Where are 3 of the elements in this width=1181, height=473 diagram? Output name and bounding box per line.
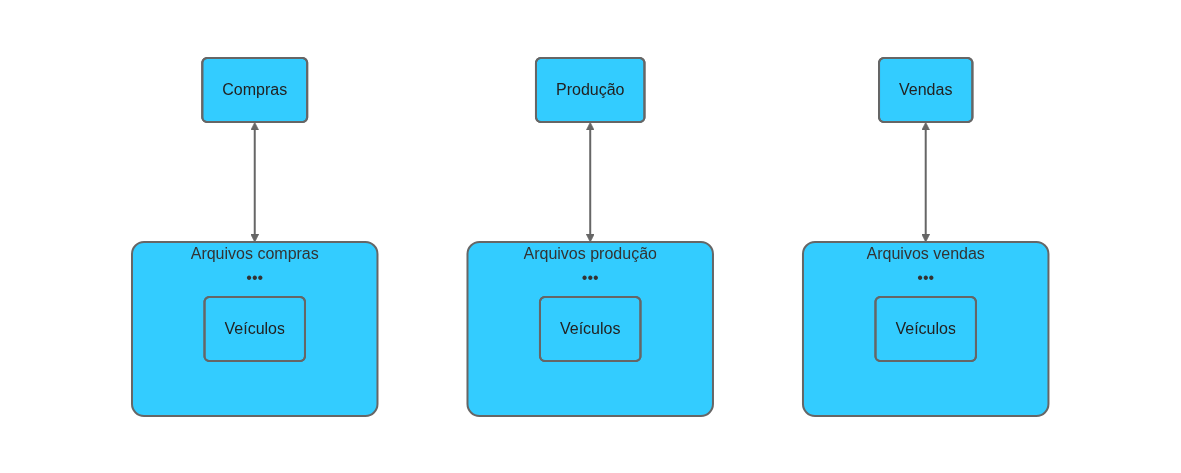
arrow [586,121,595,242]
arrow [250,121,260,242]
arrow [921,121,931,242]
